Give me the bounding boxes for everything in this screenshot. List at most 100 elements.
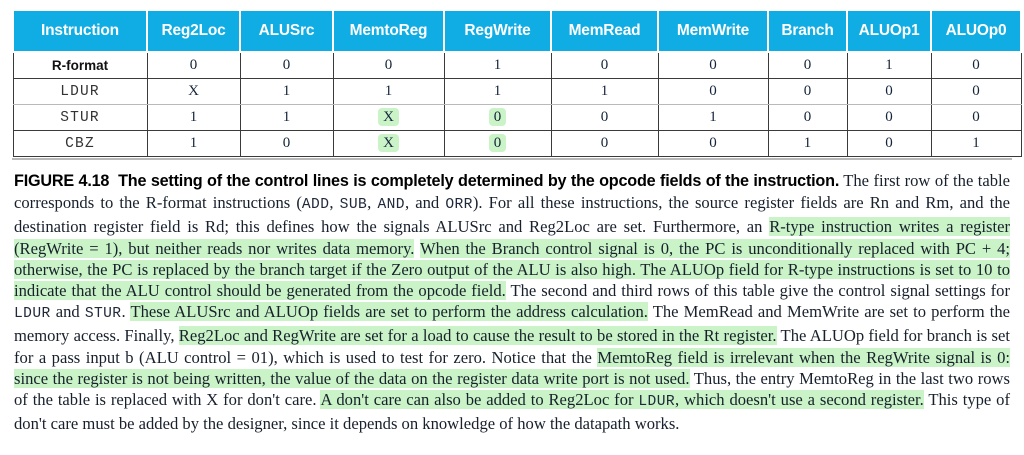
- caption-text-span: The ALUOp field for branch is set for a …: [14, 326, 1010, 367]
- caption-text-span: , which doesn't use a second register.: [675, 390, 924, 410]
- figure-number: FIGURE 4.18: [14, 172, 110, 190]
- caption-text-span: ,: [367, 193, 378, 213]
- caption-code-span: LDUR: [638, 394, 676, 411]
- signal-cell: 1: [550, 78, 659, 105]
- signal-cell: 0: [846, 78, 932, 105]
- signal-cell: 0: [239, 130, 334, 157]
- signal-cell: 0: [930, 51, 1022, 79]
- signal-cell: 0: [846, 130, 932, 157]
- caption-text-span: Reg2Loc and RegWrite are set for a load …: [178, 326, 777, 346]
- column-header-instruction: Instruction: [12, 9, 148, 53]
- column-header-alusrc: ALUSrc: [239, 9, 334, 53]
- instruction-cell: STUR: [12, 104, 148, 131]
- column-header-regwrite: RegWrite: [443, 9, 552, 53]
- caption-text-span: The second and third rows of this table …: [505, 281, 1010, 301]
- caption-text-span: Thus, the entry MemtoReg in the last two…: [14, 368, 1010, 410]
- signal-cell: 0: [239, 51, 334, 79]
- signal-cell: 0: [332, 51, 445, 79]
- signal-cell: 0: [846, 104, 932, 131]
- highlighted-value: 0: [488, 134, 507, 152]
- highlighted-value: X: [378, 134, 399, 152]
- table-bottom-rule: [12, 158, 1012, 160]
- figure-caption: FIGURE 4.18 The setting of the control l…: [0, 160, 1024, 434]
- signal-cell: 0: [443, 130, 552, 157]
- caption-text-span: These ALUSrc and ALUOp fields are set to…: [130, 302, 648, 322]
- signal-cell: 1: [146, 130, 241, 157]
- signal-cell: 0: [657, 78, 769, 105]
- caption-highlight: These ALUSrc and ALUOp fields are set to…: [130, 302, 648, 322]
- caption-highlight: Reg2Loc and RegWrite are set for a load …: [178, 326, 777, 346]
- caption-text-span: and: [50, 302, 85, 322]
- caption-text-span: ,: [329, 193, 340, 213]
- caption-text-span: MemtoReg field is irrelevant when the Re…: [14, 347, 1011, 388]
- signal-cell: 1: [930, 130, 1022, 157]
- figure-caption-body: The first row of the table corresponds t…: [14, 171, 1011, 434]
- figure-title: The setting of the control lines is comp…: [118, 172, 840, 190]
- signal-cell: 0: [443, 104, 552, 131]
- signal-cell: 0: [767, 78, 848, 105]
- column-header-aluop0: ALUOp0: [930, 9, 1022, 53]
- caption-text-span: ). For all these instructions, the sourc…: [14, 193, 1011, 237]
- signal-cell: 1: [767, 130, 848, 157]
- caption-text-span: A don't care can also be added to Reg2Lo…: [320, 390, 639, 410]
- column-header-reg2loc: Reg2Loc: [146, 9, 241, 53]
- signal-cell: 0: [930, 78, 1022, 105]
- caption-highlight: , which doesn't use a second register.: [675, 390, 924, 410]
- signal-cell: 0: [146, 51, 241, 79]
- signal-cell: X: [332, 104, 445, 131]
- signal-cell: 0: [550, 104, 659, 131]
- caption-code-span: LDUR: [14, 306, 51, 323]
- signal-cell: 1: [657, 104, 769, 131]
- signal-cell: X: [146, 78, 241, 105]
- highlighted-value: X: [378, 108, 399, 126]
- signal-cell: 1: [443, 51, 552, 79]
- column-header-aluop1: ALUOp1: [846, 9, 932, 53]
- figure-number-gap: [109, 171, 118, 190]
- signal-cell: 0: [767, 51, 848, 79]
- signal-cell: 1: [332, 78, 445, 105]
- signal-cell: 0: [550, 130, 659, 157]
- column-header-memtoreg: MemtoReg: [332, 9, 445, 53]
- signal-cell: 1: [239, 78, 334, 105]
- instruction-cell: LDUR: [12, 78, 148, 105]
- signal-cell: 1: [146, 104, 241, 131]
- signal-cell: 1: [443, 78, 552, 105]
- signal-cell: 0: [657, 51, 769, 79]
- column-header-memread: MemRead: [550, 9, 659, 53]
- column-header-branch: Branch: [767, 9, 848, 53]
- signal-cell: 0: [550, 51, 659, 79]
- signal-cell: 0: [930, 104, 1022, 131]
- caption-text-span: , and: [404, 193, 446, 213]
- signal-cell: 0: [657, 130, 769, 157]
- signal-cell: 1: [846, 51, 932, 79]
- instruction-cell: CBZ: [12, 130, 148, 157]
- caption-highlight: LDUR: [638, 390, 676, 411]
- caption-text-span: The MemRead and MemWrite are set to perf…: [14, 302, 1010, 346]
- caption-code-span: AND: [377, 197, 405, 214]
- caption-code-span: ORR: [445, 197, 473, 214]
- signal-cell: 1: [239, 104, 334, 131]
- caption-code-span: STUR: [84, 306, 122, 323]
- caption-text-span: R-type instruction writes a register (Re…: [14, 217, 1010, 258]
- caption-highlight: A don't care can also be added to Reg2Lo…: [320, 390, 639, 410]
- caption-code-span: ADD: [301, 197, 330, 214]
- column-header-memwrite: MemWrite: [657, 9, 769, 53]
- caption-text-span: This type of don't care must be added by…: [14, 390, 1010, 434]
- signal-cell: X: [332, 130, 445, 157]
- caption-text-span: The first row of the table corresponds t…: [14, 171, 1010, 213]
- caption-code-span: SUB: [339, 197, 368, 214]
- caption-text-span: When the Branch control signal is 0, the…: [14, 238, 1010, 301]
- caption-text-span: .: [121, 302, 131, 322]
- highlighted-value: 0: [488, 108, 507, 126]
- signal-cell: 0: [767, 104, 848, 131]
